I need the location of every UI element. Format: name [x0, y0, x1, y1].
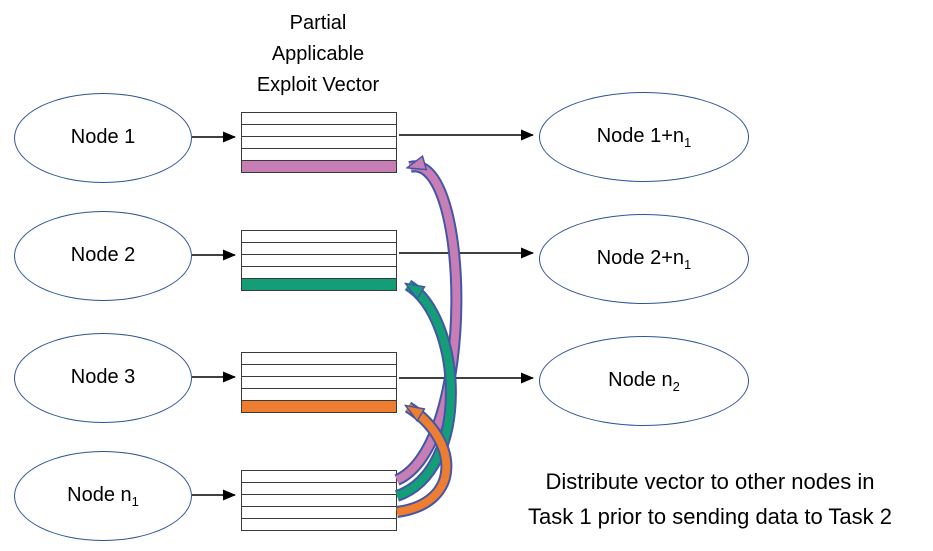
left-arrows	[192, 131, 236, 501]
distribute-arrow-orange	[395, 401, 453, 518]
node-n2-ellipse: Node n2	[539, 336, 749, 426]
node-3-label: Node 3	[70, 365, 136, 388]
distribute-arrow-pink-outline	[394, 160, 463, 486]
exploit-vector-stack-node-n1	[241, 470, 397, 531]
distribute-arrow-green-outline	[394, 279, 457, 502]
vector-title-line-1: Partial	[289, 12, 347, 34]
distribute-arrow-orange-body	[396, 403, 451, 516]
distribute-arrow-orange-outline	[395, 401, 453, 518]
node-n1-ellipse: Node n1	[14, 451, 192, 541]
distribute-caption-line-2: Task 1 prior to sending data to Task 2	[527, 504, 893, 529]
node-1-plus-n1-ellipse: Node 1+n1	[539, 92, 749, 182]
distribute-arrow-pink-body	[395, 166, 461, 484]
exploit-vector-stack-node-3	[241, 352, 397, 413]
exploit-vector-stack-node-1	[241, 112, 397, 173]
node-1-ellipse: Node 1	[14, 93, 192, 183]
vector-row-highlight-orange	[241, 400, 397, 413]
distribute-caption: Distribute vector to other nodes in Task…	[498, 464, 922, 534]
distribute-caption-line-1: Distribute vector to other nodes in	[545, 469, 875, 494]
node-2-ellipse: Node 2	[14, 211, 192, 301]
vector-title-line-3: Exploit Vector	[256, 74, 380, 96]
node-2-plus-n1-ellipse: Node 2+n1	[539, 214, 749, 304]
distribute-arrow-green	[394, 279, 457, 502]
vector-row	[241, 518, 397, 531]
vector-row-highlight-pink	[241, 160, 397, 173]
vector-title-line-2: Applicable	[271, 43, 365, 65]
distribute-arrow-green-body	[395, 281, 455, 500]
node-1-plus-n1-label: Node 1+n1	[596, 124, 692, 150]
node-1-label: Node 1	[70, 125, 136, 148]
node-n2-label: Node n2	[608, 368, 680, 394]
right-arrows	[399, 129, 534, 384]
exploit-vector-stack-node-2	[241, 230, 397, 291]
vector-title: Partial Applicable Exploit Vector	[228, 8, 408, 101]
node-2-plus-n1-label: Node 2+n1	[596, 246, 692, 272]
vector-row-highlight-green	[241, 278, 397, 291]
node-n1-label: Node n1	[67, 483, 139, 509]
node-2-label: Node 2	[70, 243, 136, 266]
node-3-ellipse: Node 3	[14, 333, 192, 423]
distribute-arrow-pink	[394, 160, 463, 486]
